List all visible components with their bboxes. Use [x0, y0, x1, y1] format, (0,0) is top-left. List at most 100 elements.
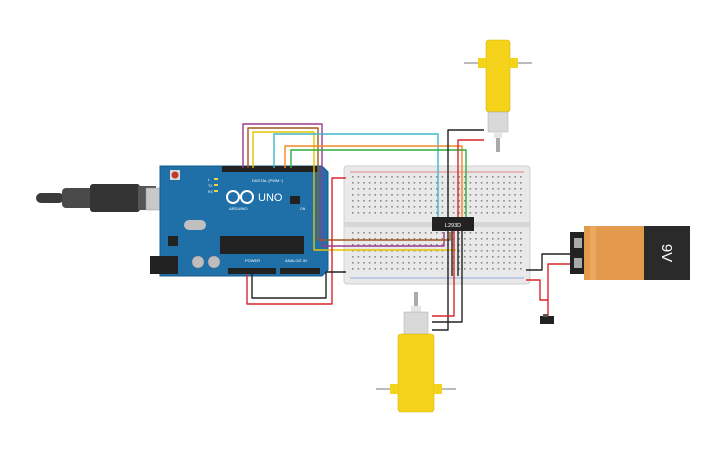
- breadboard-hole[interactable]: [520, 256, 522, 258]
- breadboard-hole[interactable]: [486, 250, 488, 252]
- breadboard-hole[interactable]: [368, 238, 371, 240]
- breadboard-hole[interactable]: [464, 244, 466, 246]
- breadboard-hole[interactable]: [469, 212, 472, 214]
- breadboard-hole[interactable]: [464, 182, 466, 184]
- breadboard-hole[interactable]: [385, 200, 388, 202]
- breadboard-hole[interactable]: [469, 232, 472, 234]
- wires[interactable]: [242, 123, 574, 331]
- battery-9v[interactable]: 9V: [570, 226, 690, 280]
- breadboard-hole[interactable]: [464, 250, 466, 252]
- breadboard-hole[interactable]: [475, 206, 477, 208]
- breadboard-hole[interactable]: [363, 268, 365, 270]
- breadboard-hole[interactable]: [436, 256, 438, 258]
- breadboard-hole[interactable]: [497, 262, 500, 264]
- breadboard-hole[interactable]: [380, 244, 382, 246]
- breadboard-hole[interactable]: [458, 212, 460, 214]
- breadboard-hole[interactable]: [380, 268, 382, 270]
- breadboard-hole[interactable]: [480, 212, 483, 214]
- breadboard-hole[interactable]: [357, 206, 360, 208]
- breadboard-hole[interactable]: [368, 212, 371, 214]
- breadboard-hole[interactable]: [458, 188, 460, 190]
- breadboard-hole[interactable]: [458, 176, 460, 178]
- breadboard-hole[interactable]: [363, 244, 365, 246]
- breadboard-hole[interactable]: [441, 200, 444, 202]
- breadboard-hole[interactable]: [419, 262, 421, 264]
- breadboard-hole[interactable]: [508, 256, 511, 258]
- breadboard-hole[interactable]: [368, 244, 371, 246]
- breadboard-hole[interactable]: [480, 182, 483, 184]
- breadboard-hole[interactable]: [385, 188, 388, 190]
- breadboard-hole[interactable]: [385, 194, 388, 196]
- breadboard-hole[interactable]: [368, 194, 371, 196]
- breadboard-hole[interactable]: [419, 232, 421, 234]
- breadboard-hole[interactable]: [464, 212, 466, 214]
- breadboard-hole[interactable]: [368, 206, 371, 208]
- breadboard-hole[interactable]: [424, 262, 427, 264]
- breadboard-hole[interactable]: [357, 262, 360, 264]
- breadboard-hole[interactable]: [419, 250, 421, 252]
- breadboard-hole[interactable]: [424, 244, 427, 246]
- breadboard-hole[interactable]: [391, 244, 393, 246]
- breadboard-hole[interactable]: [430, 238, 432, 240]
- breadboard-hole[interactable]: [469, 244, 472, 246]
- breadboard-hole[interactable]: [430, 182, 432, 184]
- breadboard-hole[interactable]: [486, 244, 488, 246]
- breadboard-hole[interactable]: [408, 232, 410, 234]
- breadboard-hole[interactable]: [391, 250, 393, 252]
- breadboard-hole[interactable]: [413, 200, 416, 202]
- breadboard-hole[interactable]: [497, 244, 500, 246]
- dc-motor-top[interactable]: [464, 39, 532, 152]
- breadboard-hole[interactable]: [486, 206, 488, 208]
- breadboard-hole[interactable]: [436, 176, 438, 178]
- breadboard-hole[interactable]: [514, 200, 516, 202]
- breadboard-hole[interactable]: [475, 250, 477, 252]
- breadboard-hole[interactable]: [452, 176, 455, 178]
- breadboard-hole[interactable]: [352, 250, 354, 252]
- breadboard-hole[interactable]: [520, 212, 522, 214]
- breadboard-hole[interactable]: [486, 194, 488, 196]
- breadboard-hole[interactable]: [452, 200, 455, 202]
- breadboard-hole[interactable]: [402, 238, 404, 240]
- breadboard-hole[interactable]: [368, 256, 371, 258]
- breadboard-hole[interactable]: [436, 250, 438, 252]
- breadboard-hole[interactable]: [408, 250, 410, 252]
- breadboard-hole[interactable]: [480, 256, 483, 258]
- breadboard-hole[interactable]: [363, 262, 365, 264]
- breadboard-hole[interactable]: [385, 268, 388, 270]
- breadboard-hole[interactable]: [452, 212, 455, 214]
- breadboard-hole[interactable]: [520, 176, 522, 178]
- breadboard-hole[interactable]: [391, 238, 393, 240]
- breadboard-hole[interactable]: [475, 176, 477, 178]
- breadboard-hole[interactable]: [475, 262, 477, 264]
- breadboard-hole[interactable]: [492, 206, 494, 208]
- breadboard-hole[interactable]: [357, 188, 360, 190]
- breadboard-hole[interactable]: [413, 256, 416, 258]
- breadboard-hole[interactable]: [492, 232, 494, 234]
- breadboard-hole[interactable]: [436, 238, 438, 240]
- breadboard-hole[interactable]: [514, 212, 516, 214]
- breadboard-hole[interactable]: [520, 206, 522, 208]
- breadboard-hole[interactable]: [464, 206, 466, 208]
- breadboard-hole[interactable]: [458, 232, 460, 234]
- breadboard-hole[interactable]: [368, 250, 371, 252]
- breadboard-hole[interactable]: [391, 262, 393, 264]
- breadboard-hole[interactable]: [391, 182, 393, 184]
- breadboard-hole[interactable]: [452, 188, 455, 190]
- breadboard-hole[interactable]: [497, 250, 500, 252]
- breadboard-hole[interactable]: [503, 268, 505, 270]
- breadboard-hole[interactable]: [413, 194, 416, 196]
- breadboard-hole[interactable]: [424, 250, 427, 252]
- breadboard-hole[interactable]: [380, 194, 382, 196]
- l293d-chip[interactable]: L293D: [432, 217, 474, 231]
- breadboard-hole[interactable]: [492, 244, 494, 246]
- breadboard-hole[interactable]: [380, 188, 382, 190]
- breadboard-hole[interactable]: [374, 250, 376, 252]
- breadboard-hole[interactable]: [413, 212, 416, 214]
- breadboard-hole[interactable]: [408, 268, 410, 270]
- breadboard-hole[interactable]: [352, 256, 354, 258]
- breadboard-hole[interactable]: [396, 194, 399, 196]
- breadboard-hole[interactable]: [503, 262, 505, 264]
- breadboard-hole[interactable]: [486, 262, 488, 264]
- breadboard-hole[interactable]: [430, 206, 432, 208]
- breadboard-hole[interactable]: [357, 212, 360, 214]
